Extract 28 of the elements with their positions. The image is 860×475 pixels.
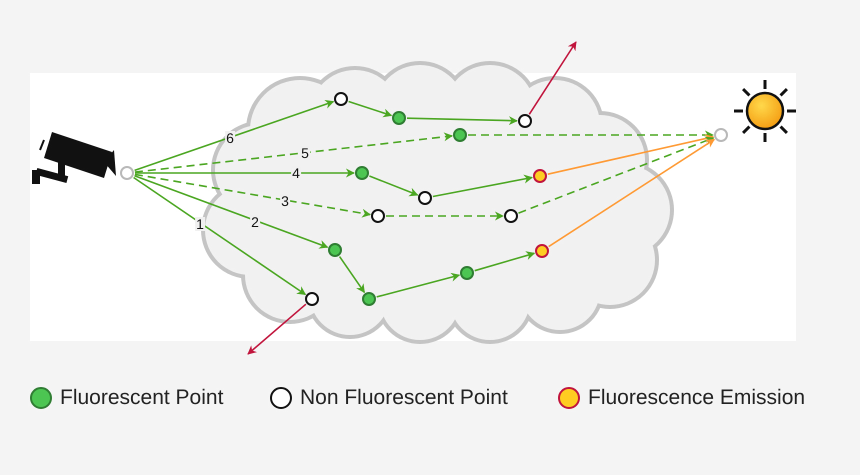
arrow (432, 174, 533, 198)
arrow (376, 272, 460, 298)
legend-label: Fluorescent Point (60, 386, 224, 410)
arrow (518, 136, 714, 214)
arrow (134, 174, 371, 218)
arrow (133, 176, 306, 296)
legend-label: Non Fluorescent Point (300, 386, 508, 410)
edge-label: 6 (225, 131, 235, 145)
legend-label: Fluorescence Emission (588, 386, 806, 410)
arrow (386, 212, 504, 220)
edge-label: 5 (300, 146, 310, 160)
arrow (548, 134, 714, 175)
arrow (548, 138, 716, 248)
arrow (338, 256, 366, 294)
edge-label: 2 (250, 215, 260, 229)
edge-label: 1 (195, 217, 205, 231)
arrow (348, 100, 392, 118)
edge-label: 3 (280, 194, 290, 208)
edge-label: 4 (291, 166, 301, 180)
arrow (135, 168, 355, 178)
arrow (406, 116, 518, 126)
arrow (134, 175, 328, 249)
arrow (369, 175, 418, 196)
arrow (134, 100, 334, 172)
arrow (528, 41, 577, 115)
arrow (474, 251, 536, 272)
arrow (247, 304, 306, 355)
arrow (134, 132, 453, 173)
